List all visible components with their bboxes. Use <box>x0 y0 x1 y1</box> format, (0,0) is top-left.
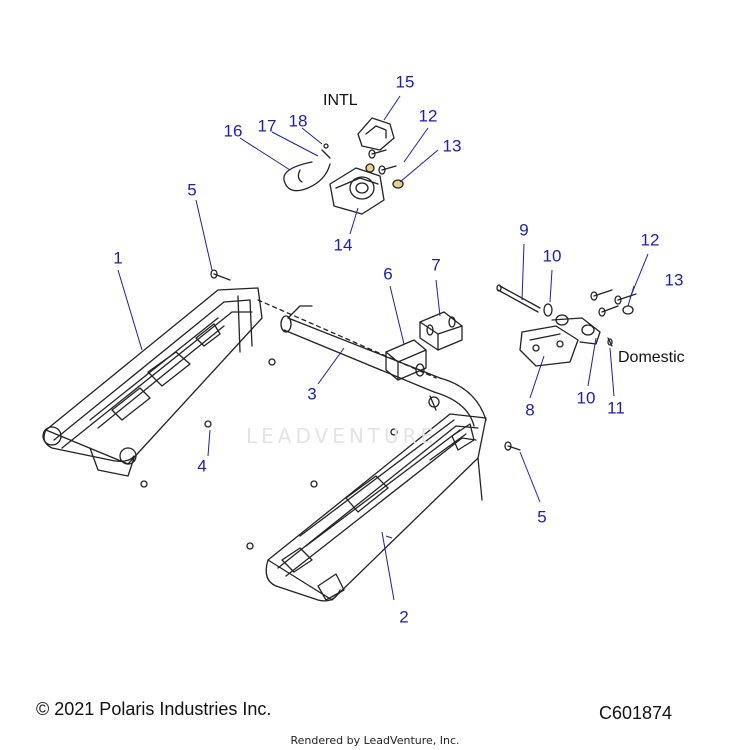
domestic-label: Domestic <box>618 349 685 366</box>
fasteners <box>140 269 521 550</box>
intl-receiver-14 <box>329 167 385 215</box>
callout-10-bottom: 10 <box>576 388 596 408</box>
callout-12-domestic: 12 <box>640 230 660 250</box>
cross-tube <box>257 299 487 427</box>
callout-17: 17 <box>257 116 277 136</box>
intl-label: INTL <box>323 92 358 109</box>
bolts-domestic <box>590 289 637 317</box>
bracket-6 <box>385 339 427 381</box>
callout-2: 2 <box>399 607 409 627</box>
intl-pin-17-18 <box>321 143 331 159</box>
callout-7: 7 <box>431 255 441 275</box>
bracket-7 <box>419 311 463 351</box>
washer-10 <box>543 303 553 317</box>
callout-8: 8 <box>525 400 535 420</box>
copyright: © 2021 Polaris Industries Inc. <box>36 699 272 719</box>
callout-13-domestic: 13 <box>664 270 684 290</box>
callout-18: 18 <box>288 111 308 131</box>
callout-11: 11 <box>607 398 625 418</box>
callout-9: 9 <box>519 220 529 240</box>
callout-3: 3 <box>307 384 317 404</box>
intl-cable-16 <box>283 161 331 192</box>
callout-10-top: 10 <box>542 246 562 266</box>
callout-13-intl: 13 <box>442 136 462 156</box>
pin-9 <box>496 284 541 313</box>
callout-5-top: 5 <box>187 180 197 200</box>
right-rack-frame <box>265 413 487 602</box>
callout-12-intl: 12 <box>418 106 438 126</box>
cotter-pin-11 <box>607 337 613 347</box>
bolts-intl <box>365 149 404 189</box>
intl-clip-15 <box>357 117 395 151</box>
callout-6: 6 <box>383 264 393 284</box>
callout-4: 4 <box>197 456 207 476</box>
callout-16: 16 <box>223 121 243 141</box>
rendered-by: Rendered by LeadVenture, Inc. <box>290 734 460 747</box>
callout-15: 15 <box>395 72 415 92</box>
left-rack-frame <box>42 287 263 477</box>
diagram-code: C601874 <box>599 703 673 723</box>
callout-5-bottom: 5 <box>537 507 547 527</box>
watermark: LEADVENTURE <box>246 424 438 448</box>
callout-1: 1 <box>113 248 123 268</box>
hitch-plate-8 <box>519 314 601 367</box>
callout-14: 14 <box>333 235 353 255</box>
